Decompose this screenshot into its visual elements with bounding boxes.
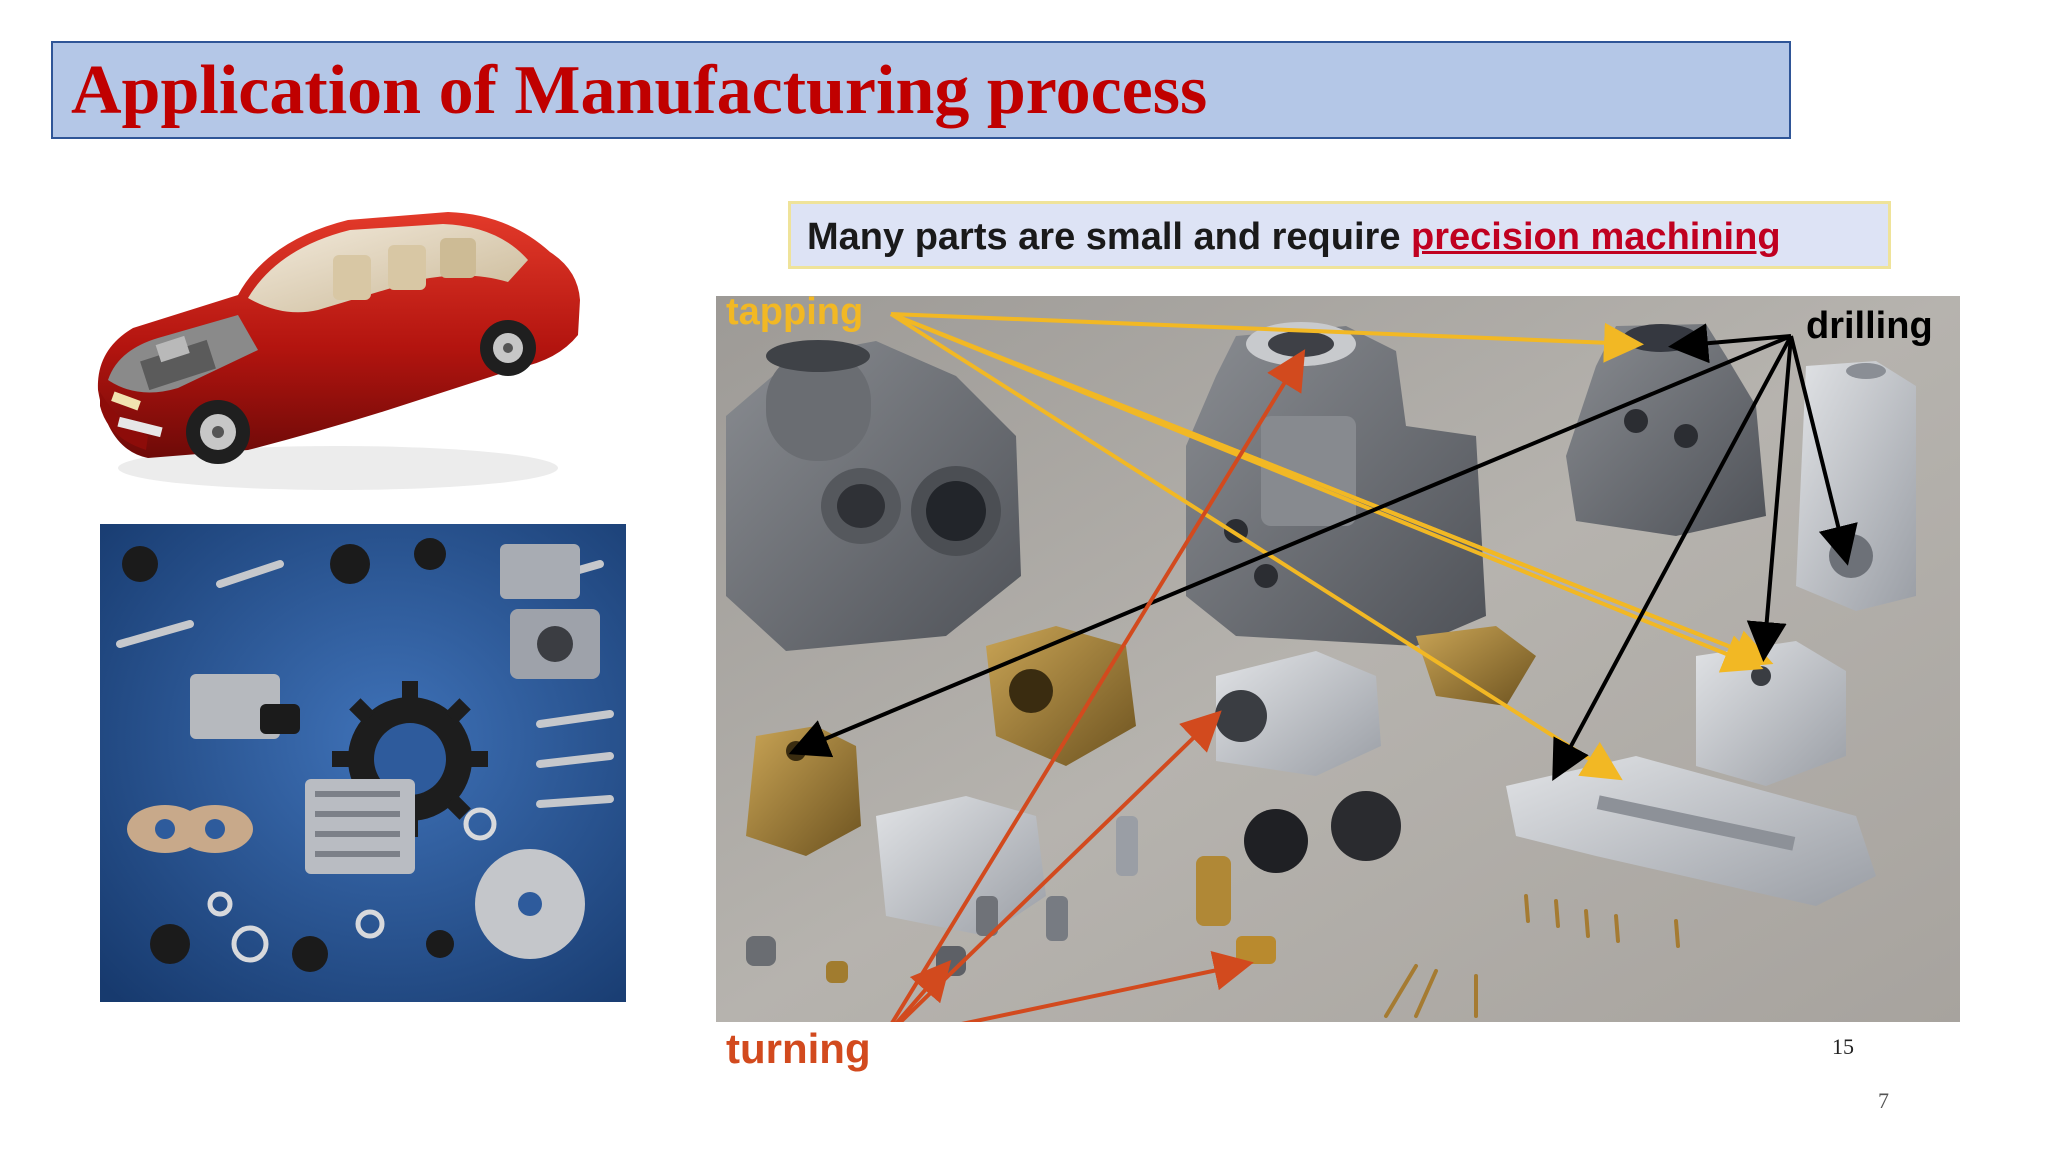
aluminum-block-far-right [1796, 361, 1916, 611]
turning-arrows [890, 349, 1306, 1022]
wheel-cylinder [1215, 651, 1381, 776]
caption-box: Many parts are small and require precisi… [788, 201, 1891, 269]
tapping-arrows [889, 312, 1774, 781]
title-box: Application of Manufacturing process [51, 41, 1791, 139]
cast-housing-center [1186, 322, 1486, 646]
aluminum-cube-right [1696, 641, 1846, 786]
caption-prefix: Many parts are small and require [807, 216, 1412, 258]
drilling-arrows [788, 323, 1858, 782]
brass-valve [986, 626, 1136, 766]
annotated-parts-photo: tapping drilling [716, 296, 1960, 1022]
caption-emphasis: precision machining [1411, 216, 1781, 258]
caption-text: Many parts are small and require precisi… [807, 212, 1781, 262]
brass-part-small [1416, 626, 1536, 706]
aluminum-block-lower [876, 796, 1046, 936]
machined-parts-collage-image [100, 524, 626, 1002]
machined-bar [1506, 756, 1876, 906]
cast-housing-left [726, 340, 1021, 651]
label-tapping: tapping [726, 296, 863, 333]
slide-page-number: 7 [1878, 1088, 1889, 1113]
label-turning: turning [726, 1025, 871, 1072]
inner-page-number: 15 [1832, 1034, 1854, 1059]
slide-title: Application of Manufacturing process [71, 52, 1208, 129]
car-cutaway-image [97, 212, 581, 490]
label-drilling: drilling [1806, 305, 1933, 347]
